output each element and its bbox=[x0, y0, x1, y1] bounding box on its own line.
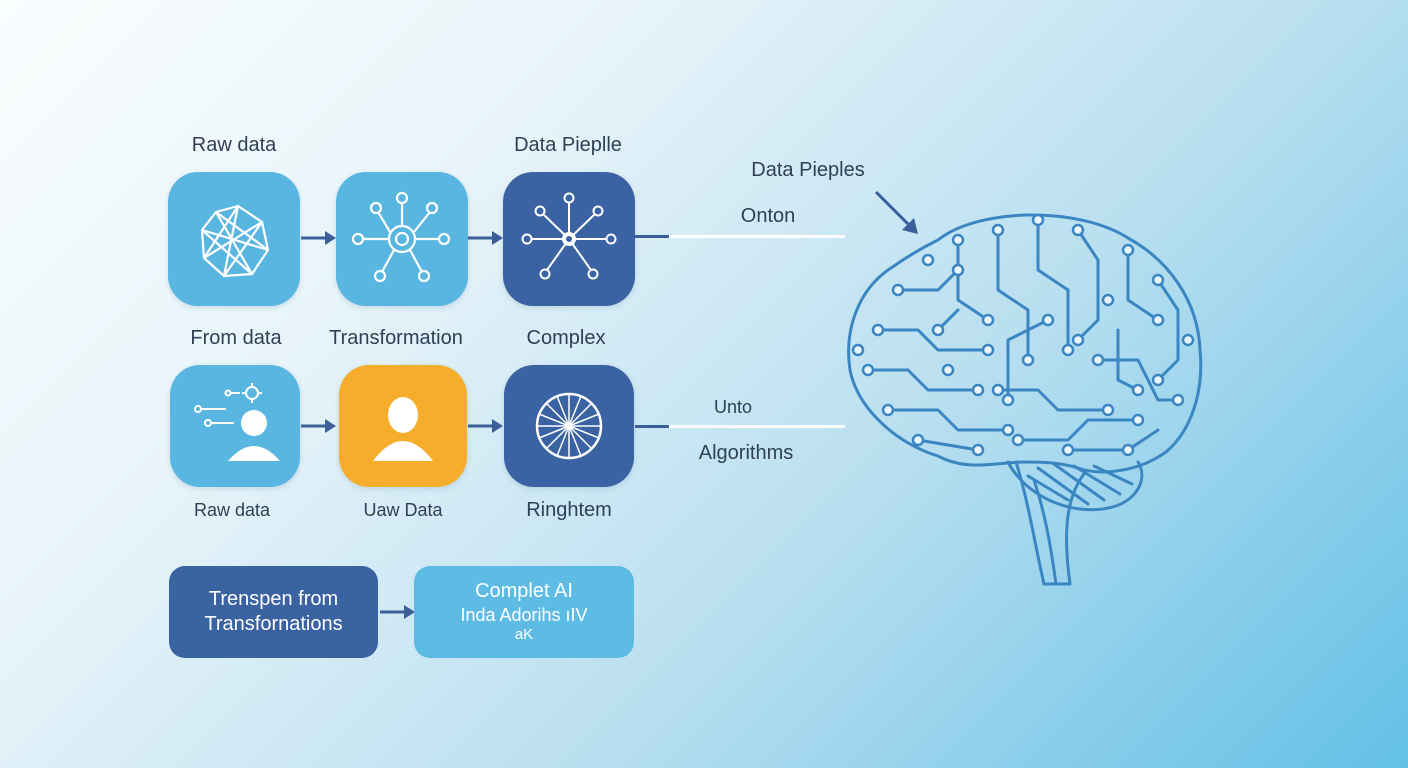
wheel-tile bbox=[504, 365, 634, 487]
circuit-brain-icon bbox=[847, 213, 1203, 586]
bottom-label-1: Raw data bbox=[193, 500, 271, 520]
arrow-summary bbox=[380, 605, 415, 619]
bottom-connector-label-top: Unto bbox=[713, 397, 753, 417]
summary-box-ai: Complet AI Inda Adorihs ıIV aK bbox=[414, 566, 634, 658]
polygon-network-icon bbox=[200, 204, 270, 278]
middle-label-3: Complex bbox=[526, 327, 606, 349]
transformation-tile bbox=[336, 172, 468, 306]
middle-label-2: Transformation bbox=[329, 327, 463, 349]
brain-callout-arrow bbox=[874, 190, 918, 234]
bottom-connector-stub bbox=[635, 425, 669, 428]
user-icon bbox=[373, 397, 433, 461]
summary-box2-line2: Inda Adorihs ıIV bbox=[460, 604, 588, 625]
summary-box2-line1: Complet AI bbox=[475, 579, 573, 602]
summary-box1-line1: Trenspen from bbox=[208, 588, 339, 610]
arrow-top-1 bbox=[301, 231, 336, 245]
top-right-label: Data Pieplle bbox=[514, 134, 622, 156]
radial-network-icon bbox=[521, 192, 617, 280]
top-connector-line bbox=[669, 235, 845, 238]
bottom-label-3: Ringhtem bbox=[526, 499, 612, 521]
raw-data-tile bbox=[168, 172, 300, 306]
user-tile bbox=[339, 365, 467, 487]
summary-box-transformations: Trenspen from Transfornations bbox=[169, 566, 378, 658]
brain-callout-label: Data Pieples bbox=[751, 159, 865, 181]
user-gear-tile bbox=[170, 365, 300, 487]
arrow-bottom-2 bbox=[468, 419, 503, 433]
top-left-label: Raw data bbox=[191, 134, 277, 156]
pipeline-tile bbox=[503, 172, 635, 306]
summary-box2-line3: aK bbox=[514, 626, 534, 644]
bottom-label-2: Uaw Data bbox=[363, 500, 443, 520]
arrow-top-2 bbox=[468, 231, 503, 245]
bottom-connector-line bbox=[669, 425, 845, 428]
top-connector-stub bbox=[635, 235, 669, 238]
middle-label-1: From data bbox=[190, 327, 282, 349]
bottom-connector-label-bottom: Algorithms bbox=[698, 442, 794, 464]
wheel-icon bbox=[535, 392, 603, 460]
summary-box1-line2: Transfornations bbox=[204, 613, 343, 635]
top-connector-label: Onton bbox=[740, 205, 796, 227]
arrow-bottom-1 bbox=[301, 419, 336, 433]
hub-node-icon bbox=[351, 191, 451, 283]
user-gear-icon bbox=[194, 383, 280, 461]
